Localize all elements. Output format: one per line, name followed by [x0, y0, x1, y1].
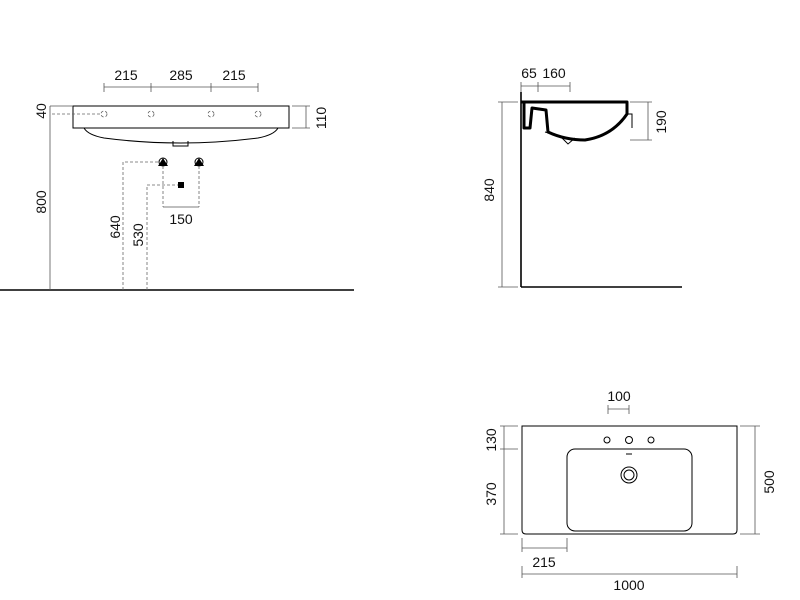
drain-icon — [620, 466, 638, 484]
side-basin-section — [521, 100, 629, 142]
dim-40: 40 — [33, 103, 49, 119]
dim-530-guide — [146, 184, 178, 290]
side-view: 65 160 190 840 — [481, 65, 682, 288]
tap-hole-icon — [647, 436, 655, 444]
tap-hole-icon — [625, 436, 633, 444]
dim-640-guide — [122, 161, 159, 290]
dim-640: 640 — [107, 215, 123, 239]
dim-840: 840 — [481, 178, 497, 202]
dim-65: 65 — [521, 65, 537, 81]
plan-bowl — [566, 448, 693, 532]
plan-outline — [521, 425, 738, 535]
front-basin-rim — [72, 105, 290, 129]
dim-160: 160 — [542, 65, 566, 81]
dim-215-right: 215 — [222, 67, 246, 83]
front-drain-outlet — [172, 141, 189, 147]
front-basin-bowl — [83, 127, 279, 144]
dim-110: 110 — [313, 107, 329, 130]
dim-150: 150 — [169, 211, 193, 227]
tap-hole-icon — [147, 110, 155, 118]
dim-190: 190 — [653, 110, 669, 134]
dim-800: 800 — [33, 190, 49, 214]
dim-1000: 1000 — [613, 577, 644, 593]
front-view: 215 285 215 40 800 110 150 640 530 — [0, 67, 354, 291]
dim-285: 285 — [169, 67, 193, 83]
waste-outlet-icon — [178, 182, 184, 188]
dim-215-left: 215 — [114, 67, 138, 83]
dim-215: 215 — [532, 554, 556, 570]
tap-hole-icon — [207, 110, 215, 118]
dim-530: 530 — [130, 223, 146, 247]
plan-view: 100 130 370 500 215 1000 — [483, 388, 777, 593]
water-inlet-icon — [158, 158, 168, 166]
dim-370: 370 — [483, 482, 499, 506]
water-inlet-icon — [194, 158, 204, 166]
tap-hole-icon — [603, 436, 611, 444]
tap-hole-icon — [100, 110, 108, 118]
dim-100: 100 — [607, 388, 631, 404]
tap-hole-icon — [254, 110, 262, 118]
dim-130: 130 — [483, 428, 499, 452]
dim-500: 500 — [761, 470, 777, 494]
